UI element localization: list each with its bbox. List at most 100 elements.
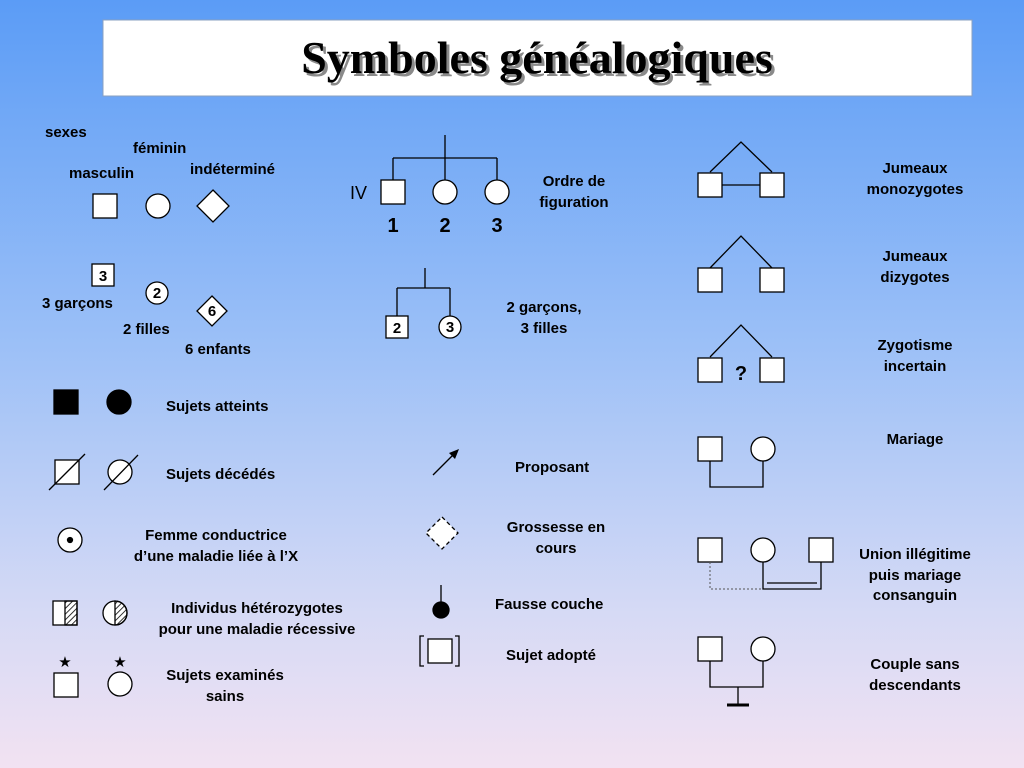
affected-circle-symbol <box>106 389 132 415</box>
examined-square-symbol <box>53 672 79 698</box>
heterozygote-section: Individus hétérozygotes pour une maladie… <box>52 600 355 638</box>
deceased-section: Sujets décédés <box>48 453 275 491</box>
uncertain-twin-left <box>697 357 723 383</box>
count-girls-circle <box>145 281 169 305</box>
page-title: Symboles généalogiques <box>301 32 773 83</box>
proband-section: Proposant <box>432 449 589 476</box>
uncertain-twins-lines <box>709 324 773 358</box>
dz-twin-left <box>697 267 723 293</box>
pregnancy-label-line2: cours <box>536 540 577 557</box>
order-circle-2 <box>432 179 458 205</box>
illegit-label-line1: Union illégitime <box>859 546 971 563</box>
indetermine-label: indéterminé <box>190 161 275 178</box>
count-boys-label: 3 garçons <box>42 295 113 312</box>
sexes-label: sexes <box>45 124 87 141</box>
group-boys-badge: 2 <box>393 320 401 337</box>
masculin-label: masculin <box>69 165 134 182</box>
group-boys-square <box>385 315 409 339</box>
pregnancy-label-line1: Grossesse en <box>507 519 605 536</box>
childless-section: Couple sans descendants <box>697 636 961 707</box>
marriage-male <box>697 436 723 462</box>
illegit-male-left <box>697 537 723 563</box>
illegit-dotted-union <box>709 562 763 590</box>
examined-label-line1: Sujets examinés <box>166 667 284 684</box>
miscarriage-section: Fausse couche <box>432 585 603 619</box>
order-section: IV 1 2 3 Ordre de figuration <box>350 135 609 237</box>
group-section: 2 3 2 garçons, 3 filles <box>385 268 582 339</box>
illegitimate-section: Union illégitime puis mariage consanguin <box>697 537 971 604</box>
order-label-line2: figuration <box>539 194 608 211</box>
group-girls-circle <box>438 315 462 339</box>
marriage-label: Mariage <box>887 431 944 448</box>
mz-twins-section: Jumeaux monozygotes <box>697 141 964 198</box>
title-box: Symboles généalogiques Symboles généalog… <box>102 19 973 97</box>
marriage-line <box>709 461 764 488</box>
order-square-1 <box>380 179 406 205</box>
deceased-label: Sujets décédés <box>166 466 275 483</box>
proband-arrow-icon <box>449 449 459 459</box>
order-number-1: 1 <box>387 215 398 237</box>
examined-label-line2: sains <box>206 688 244 705</box>
adopted-label: Sujet adopté <box>506 647 596 664</box>
affected-label: Sujets atteints <box>166 398 269 415</box>
count-section: 3 3 garçons 2 2 filles 6 6 enfants <box>42 263 251 358</box>
uncertain-twin-right <box>759 357 785 383</box>
marriage-section: Mariage <box>697 431 944 488</box>
illegit-label-line2: puis mariage <box>869 567 962 584</box>
count-boys-square <box>91 263 115 287</box>
childless-female <box>750 636 776 662</box>
count-children-badge: 6 <box>208 303 216 320</box>
childless-label-line1: Couple sans <box>870 656 959 673</box>
dz-twins-section: Jumeaux dizygotes <box>697 235 950 293</box>
examined-square-star-icon: ★ <box>58 653 71 671</box>
childless-marriage-line <box>709 661 764 688</box>
dz-label-line1: Jumeaux <box>882 248 948 265</box>
mz-label-line2: monozygotes <box>867 181 964 198</box>
affected-square-symbol <box>53 389 79 415</box>
uncertain-twins-section: ? Zygotisme incertain <box>697 324 953 385</box>
marriage-female <box>750 436 776 462</box>
order-number-3: 3 <box>491 215 502 237</box>
hetero-label-line1: Individus hétérozygotes <box>171 600 343 617</box>
count-children-diamond <box>196 295 228 327</box>
pregnancy-section: Grossesse en cours <box>425 516 605 557</box>
feminin-label: féminin <box>133 140 186 157</box>
mz-twins-lines <box>709 141 773 173</box>
illegit-male-right <box>808 537 834 563</box>
adopted-square-symbol <box>427 638 453 664</box>
consanguine-line-lower <box>762 562 822 590</box>
carrier-dot <box>66 536 74 544</box>
uncertain-question-mark: ? <box>735 363 747 385</box>
mz-twin-left <box>697 172 723 198</box>
page-title-shadow: Symboles généalogiques <box>304 35 776 86</box>
group-girls-badge: 3 <box>446 319 454 336</box>
carrier-label-line1: Femme conductrice <box>145 527 287 544</box>
mz-label-line1: Jumeaux <box>882 160 948 177</box>
childless-male <box>697 636 723 662</box>
adopted-section: Sujet adopté <box>419 635 596 667</box>
adopted-right-bracket <box>455 635 460 667</box>
miscarriage-label: Fausse couche <box>495 596 603 613</box>
uncertain-label-line1: Zygotisme <box>877 337 952 354</box>
mz-twin-right <box>759 172 785 198</box>
group-label-line1: 2 garçons, <box>506 299 581 316</box>
deceased-circle-symbol <box>107 459 133 485</box>
count-children-label: 6 enfants <box>185 341 251 358</box>
count-girls-label: 2 filles <box>123 321 170 338</box>
examined-circle-star-icon: ★ <box>113 653 126 671</box>
sexes-section: sexes féminin masculin indéterminé <box>45 124 275 223</box>
hetero-circle-hatch <box>114 600 128 626</box>
dz-twin-right <box>759 267 785 293</box>
examined-section: ★ ★ Sujets examinés sains <box>53 653 284 705</box>
unknown-sex-diamond-symbol <box>196 189 230 223</box>
deceased-circle-slash <box>103 454 139 491</box>
carrier-label-line2: d’une maladie liée à l’X <box>134 548 298 565</box>
generation-label: IV <box>350 183 367 203</box>
order-circle-3 <box>484 179 510 205</box>
uncertain-label-line2: incertain <box>884 358 947 375</box>
pregnancy-dashed-diamond <box>425 516 459 550</box>
illegit-label-line3: consanguin <box>873 587 957 604</box>
carrier-section: Femme conductrice d’une maladie liée à l… <box>57 527 298 565</box>
female-circle-symbol <box>145 193 171 219</box>
proband-label: Proposant <box>515 459 589 476</box>
